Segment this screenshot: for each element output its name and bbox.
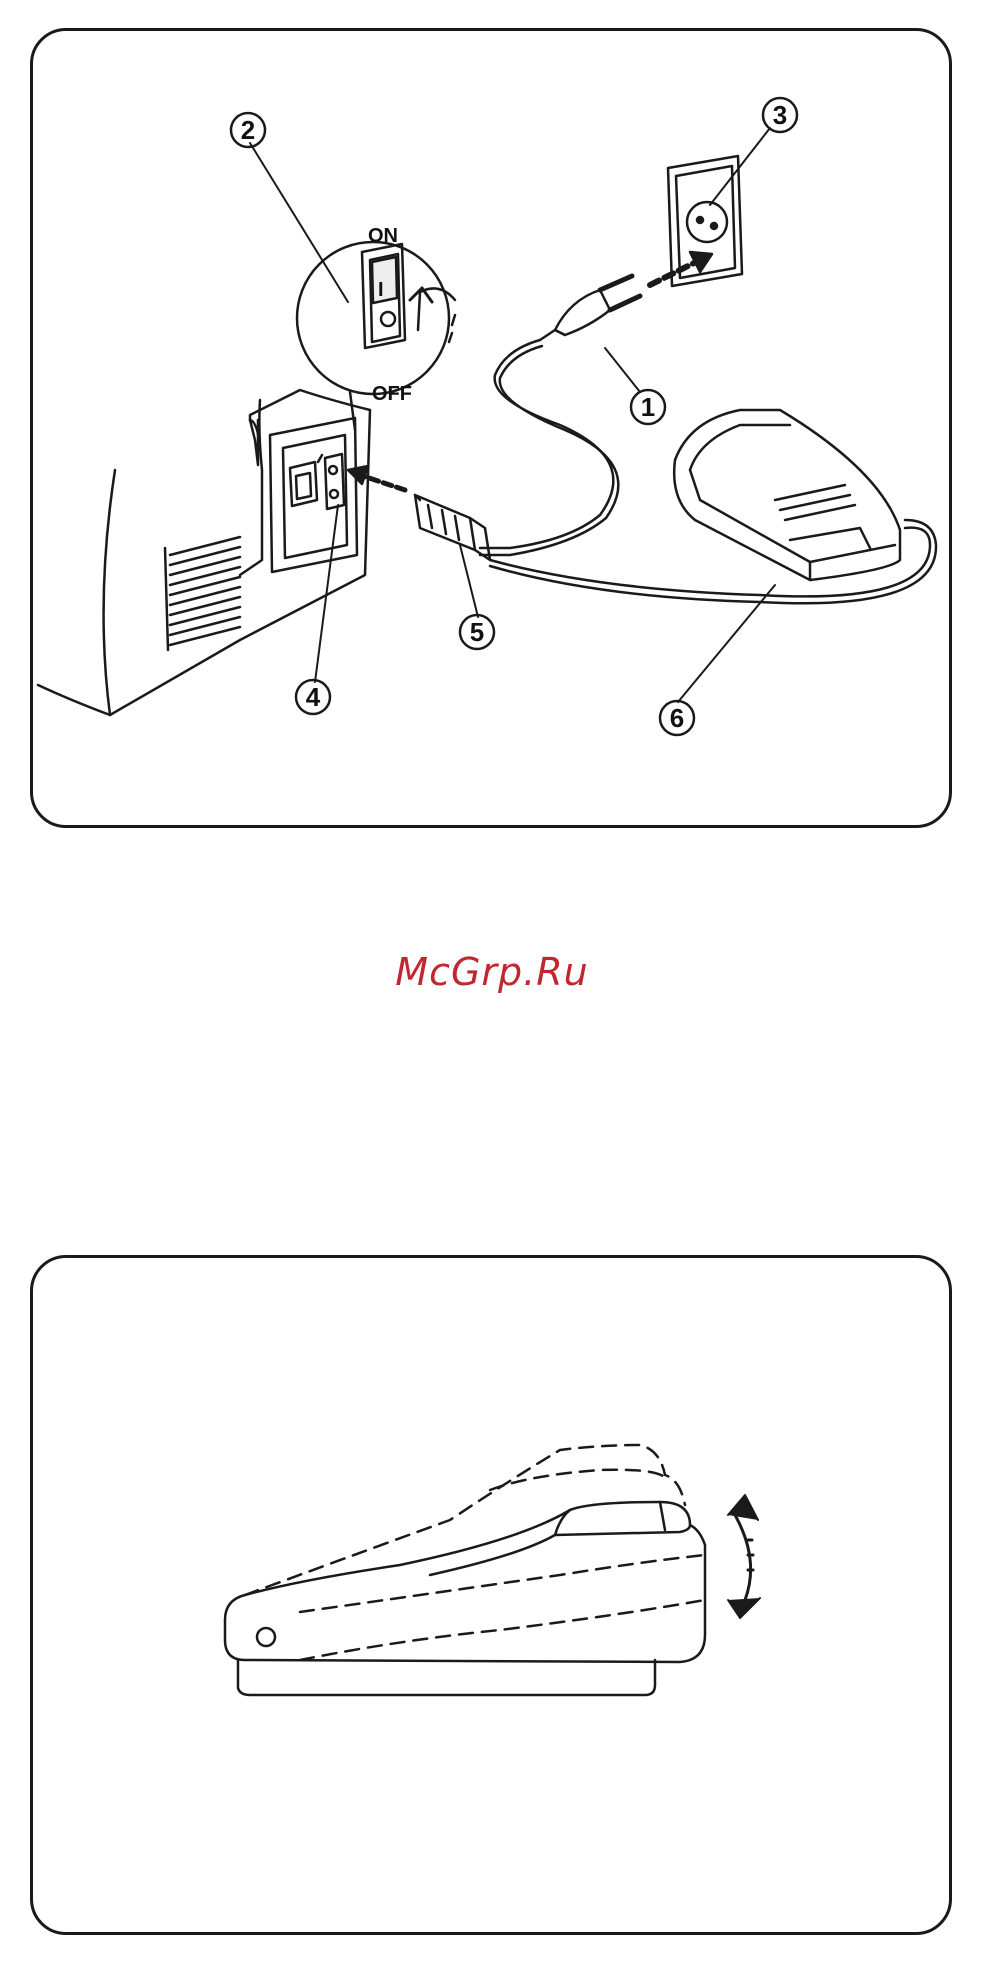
callout-5: 5 [460, 615, 494, 649]
mains-plug-illustration [540, 252, 712, 340]
svg-text:4: 4 [306, 682, 321, 712]
connection-diagram: ON I OFF [0, 0, 984, 860]
svg-text:2: 2 [241, 115, 255, 145]
foot-control-illustration [674, 410, 900, 580]
switch-off-label: OFF [372, 383, 412, 405]
switch-on-symbol: I [378, 279, 384, 301]
svg-text:3: 3 [773, 100, 787, 130]
callout-4: 4 [296, 680, 330, 714]
svg-text:6: 6 [670, 703, 684, 733]
callout-2: 2 [231, 113, 265, 147]
sewing-machine-illustration [38, 390, 370, 715]
watermark: McGrp.Ru [0, 950, 984, 994]
svg-text:5: 5 [470, 617, 484, 647]
callout-1: 1 [631, 390, 665, 424]
callout-markers: 2 3 1 5 4 6 [231, 98, 797, 735]
svg-text:1: 1 [641, 392, 655, 422]
switch-on-label: ON [368, 225, 398, 247]
power-switch-detail: ON I OFF [297, 225, 455, 430]
callout-6: 6 [660, 701, 694, 735]
machine-connector-illustration [348, 466, 490, 560]
figure-panel-foot-control [30, 1255, 952, 1935]
callout-3: 3 [763, 98, 797, 132]
